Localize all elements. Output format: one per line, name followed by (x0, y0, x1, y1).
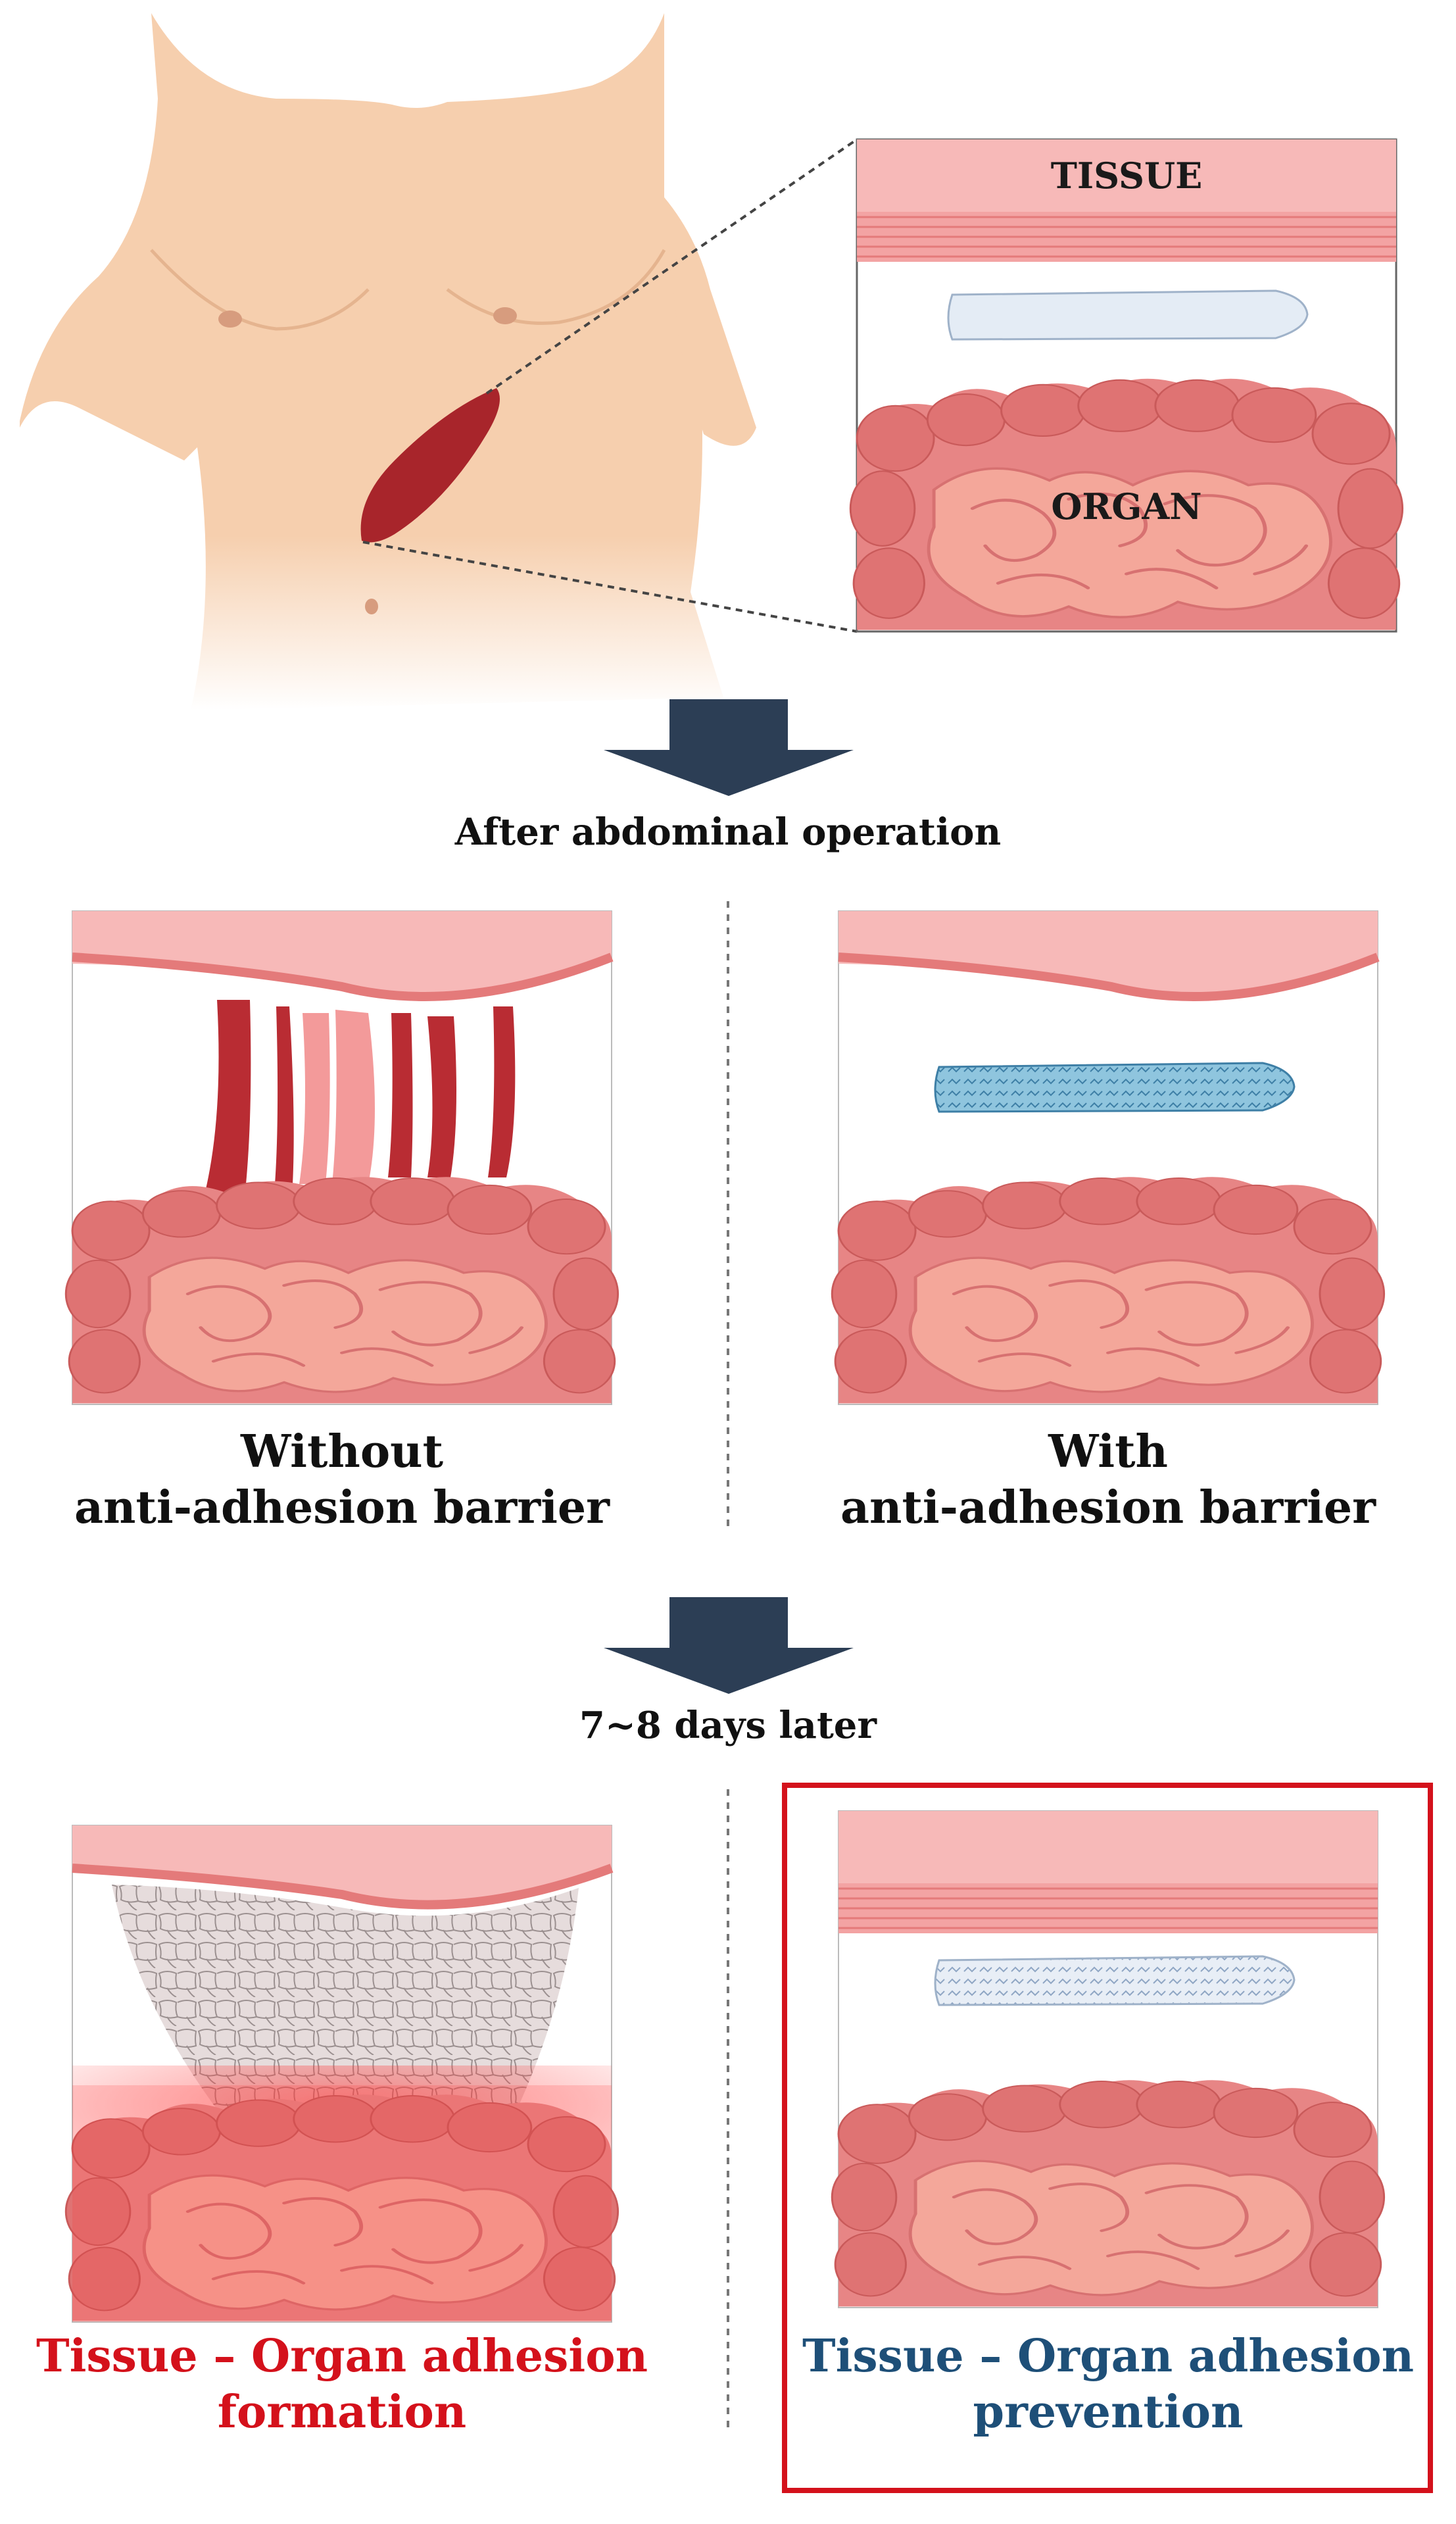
highlight-box (782, 1783, 1433, 2493)
zoom-callout-lines (362, 138, 858, 633)
barrier-film-icon (934, 1062, 1296, 1113)
step-days-later: 7~8 days later (579, 1704, 877, 1747)
arrow-down-icon (604, 699, 854, 796)
tissue-label: TISSUE (1050, 155, 1203, 197)
caption-without-line2: anti-adhesion barrier (74, 1481, 610, 1534)
organ-label: ORGAN (1051, 485, 1202, 528)
zoom-inset-panel (850, 138, 1402, 633)
caption-without-barrier: Without anti-adhesion barrier (72, 1424, 612, 1536)
caption-formation-line2: formation (217, 2386, 467, 2438)
panel-with-barrier (832, 910, 1384, 1404)
caption-prevention-line1: Tissue – Organ adhesion (802, 2330, 1415, 2383)
fibrous-cell-mass (112, 1885, 579, 2118)
torso-illustration (20, 13, 756, 710)
caption-formation-line1: Tissue – Organ adhesion (36, 2330, 648, 2383)
caption-with-line2: anti-adhesion barrier (840, 1481, 1376, 1534)
caption-without-line1: Without (240, 1425, 444, 1478)
caption-prevention-line2: prevention (973, 2386, 1244, 2438)
panel-adhesion-formation (66, 1825, 618, 2322)
arrow-down-icon (604, 1597, 854, 1694)
step-after-operation: After abdominal operation (454, 810, 1002, 854)
caption-with-barrier: With anti-adhesion barrier (838, 1424, 1378, 1536)
panel-without-barrier (66, 910, 618, 1404)
caption-adhesion-formation: Tissue – Organ adhesion formation (20, 2329, 664, 2440)
caption-with-line1: With (1048, 1425, 1168, 1478)
barrier-film-icon (947, 289, 1309, 341)
caption-adhesion-prevention: Tissue – Organ adhesion prevention (786, 2329, 1430, 2440)
barrier-film-icon (934, 1955, 1296, 2006)
adhesion-bands (204, 1000, 516, 1197)
incision-icon (360, 388, 500, 543)
panel-adhesion-prevention (832, 1810, 1384, 2308)
